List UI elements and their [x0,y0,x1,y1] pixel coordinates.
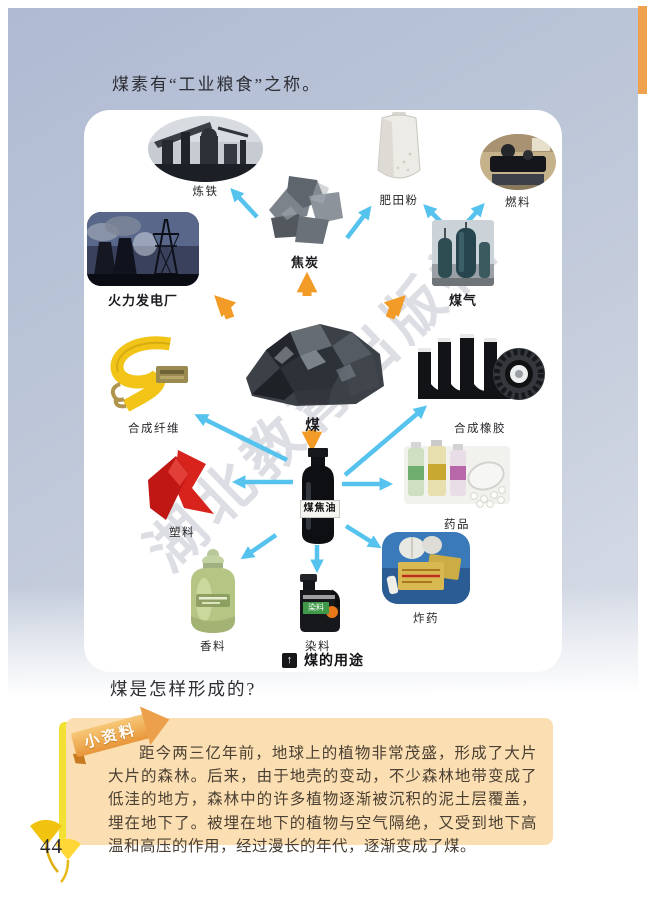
diagram-caption-text: 煤的用途 [304,652,364,668]
coal-uses-diagram-card: 湖北教育出版社 [84,110,562,672]
coal-photo [238,300,388,412]
iron-smelting-photo [148,116,263,182]
label-coke: 焦炭 [290,255,319,270]
synthetic-rubber-photo [414,324,546,412]
chapter-edge-tab [638,6,647,94]
label-iron-smelting: 炼铁 [192,186,219,198]
label-medicine: 药品 [444,519,470,531]
infobox-badge-text: 小资料 [82,721,140,752]
coke-photo [261,170,349,252]
coal-tar-bottle-photo [296,448,340,546]
infobox: 距今两三亿年前，地球上的植物非常茂盛，形成了大片大片的森林。后来，由于地壳的变动… [66,718,553,855]
dye-jug-label: 染料 [303,602,329,614]
orange-arrows [214,271,406,453]
fuel-stove-photo [480,134,556,190]
infobox-paragraph: 距今两三亿年前，地球上的植物非常茂盛，形成了大片大片的森林。后来，由于地壳的变动… [108,745,537,855]
label-power-plant: 火力发电厂 [107,293,178,308]
label-coal-gas: 煤气 [448,293,477,308]
label-synthetic-fiber: 合成纤维 [128,423,180,435]
medicine-photo [402,440,512,512]
fragrance-jar-photo [182,548,244,636]
coal-gas-photo [432,220,494,286]
label-synthetic-rubber: 合成橡胶 [454,423,506,435]
intro-sentence: 煤素有“工业粮食”之称。 [112,75,322,94]
label-fertilizer: 肥田粉 [379,195,419,207]
label-dye: 染料 [305,641,331,653]
question-sentence: 煤是怎样形成的? [110,679,257,699]
explosives-photo [382,532,470,604]
page-number: 44 [40,834,63,858]
power-plant-photo [87,212,199,286]
label-coal: 煤 [305,418,321,434]
up-arrow-icon: ↑ [282,652,297,668]
label-fuel: 燃料 [505,197,531,209]
diagram-caption: ↑ 煤的用途 [84,650,562,670]
label-fragrance: 香料 [200,641,226,653]
label-plastic: 塑料 [169,527,195,539]
fertilizer-bag-photo [370,112,428,186]
plastic-photo [138,446,226,522]
coal-tar-bottle-label: 煤焦油 [300,500,340,518]
label-explosive: 炸药 [413,613,439,625]
ginkgo-leaves-icon [30,819,81,883]
synthetic-fiber-photo [104,334,204,416]
